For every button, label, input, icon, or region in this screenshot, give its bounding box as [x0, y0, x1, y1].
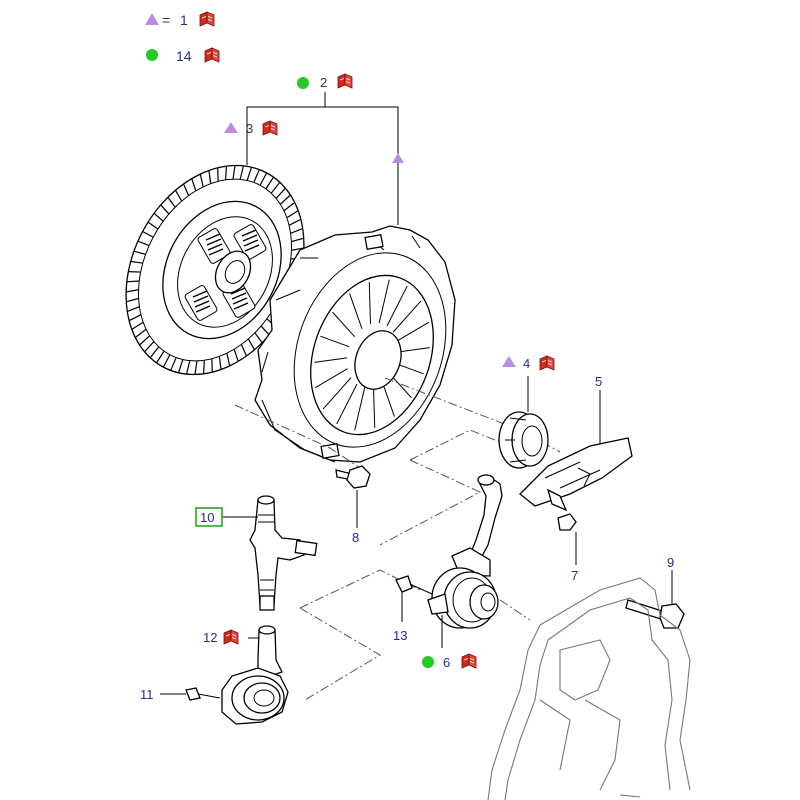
reference-book-icon[interactable]	[337, 73, 353, 89]
callout-3[interactable]: 3	[224, 120, 278, 136]
callout-12[interactable]: 12	[203, 629, 239, 645]
callout-13[interactable]: 13	[393, 628, 407, 643]
transmission-housing-drawing	[487, 577, 691, 800]
callout-8[interactable]: 8	[352, 530, 359, 545]
lower-slave-cylinder-drawing	[221, 625, 289, 725]
callout-label-10: 10	[200, 510, 214, 525]
callout-label-7: 7	[571, 568, 578, 583]
triangle-marker-icon	[392, 153, 404, 163]
callout-2[interactable]: 2	[246, 73, 399, 225]
reference-book-icon[interactable]	[539, 355, 555, 371]
callout-6[interactable]: 6	[422, 653, 477, 670]
callout-11[interactable]: 11	[140, 687, 154, 702]
clutch-disc-drawing	[125, 164, 305, 376]
callout-4[interactable]: 4	[502, 355, 555, 371]
pressure-plate-drawing	[254, 225, 456, 463]
callout-label-12: 12	[203, 630, 217, 645]
bolt-8-drawing	[335, 465, 371, 528]
callout-label-11: 11	[140, 687, 154, 702]
reference-book-icon[interactable]	[223, 629, 239, 645]
triangle-marker-icon	[224, 122, 238, 133]
bolt-11-drawing	[160, 687, 221, 701]
callout-7[interactable]: 7	[571, 568, 578, 583]
legend-triangle-row: = 1	[145, 11, 215, 28]
callout-label-13: 13	[393, 628, 407, 643]
callout-highlight-box	[195, 507, 223, 527]
slave-cylinder-drawing	[427, 474, 503, 648]
callout-label-9: 9	[667, 555, 674, 570]
circle-marker-icon	[297, 77, 309, 89]
callout-label-5: 5	[595, 374, 602, 389]
callout-label-4: 4	[523, 356, 530, 371]
legend-label-14: 14	[176, 48, 192, 64]
circle-marker-icon	[146, 49, 158, 61]
pipe-connector-10-drawing	[222, 495, 318, 611]
callout-label-8: 8	[352, 530, 359, 545]
callout-5[interactable]: 5	[595, 374, 602, 389]
callout-9[interactable]: 9	[667, 555, 674, 570]
release-bearing-drawing	[498, 376, 549, 469]
reference-book-icon[interactable]	[262, 120, 278, 136]
reference-book-icon[interactable]	[204, 47, 220, 63]
bolt-7-drawing	[557, 513, 577, 565]
legend-label-1: 1	[180, 12, 188, 28]
bolt-9-drawing	[625, 570, 685, 629]
legend-equals-sign: =	[162, 12, 170, 28]
reference-book-icon[interactable]	[461, 653, 477, 669]
release-fork-drawing	[519, 390, 633, 512]
legend-circle-row: 14	[146, 47, 220, 64]
callout-label-6: 6	[443, 655, 450, 670]
triangle-marker-icon	[502, 356, 516, 367]
callout-label-3: 3	[246, 121, 253, 136]
triangle-marker-icon	[145, 13, 159, 25]
reference-book-icon[interactable]	[199, 11, 215, 27]
callout-label-2: 2	[320, 75, 327, 90]
bolt-13-drawing	[395, 575, 433, 622]
callout-10[interactable]: 10	[195, 507, 223, 527]
circle-marker-icon	[422, 656, 434, 668]
